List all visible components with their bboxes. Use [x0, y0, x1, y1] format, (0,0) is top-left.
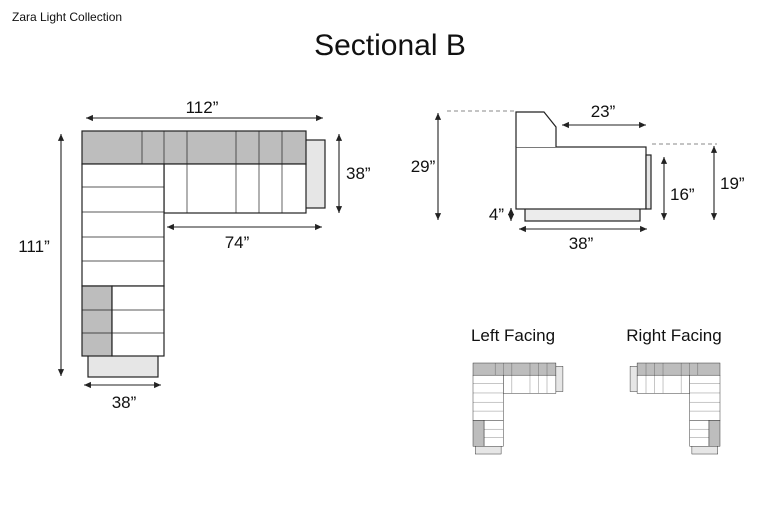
back-cushions-left [81, 285, 113, 357]
dim-total-height: 29” [411, 157, 436, 176]
collection-name: Zara Light Collection [12, 10, 122, 24]
side-view-diagram: 29” 23” 19” 16” 4” 38” [411, 102, 745, 253]
dim-overall-width: 112” [186, 98, 219, 117]
right-facing-label: Right Facing [626, 326, 721, 345]
dim-leg-height: 4” [489, 205, 504, 224]
dim-chaise-width: 38” [112, 393, 137, 412]
seat-cushions-left [81, 163, 165, 287]
right-arm [304, 139, 326, 209]
seat-cushions-top [163, 163, 307, 214]
seat-cushions-lower [111, 285, 165, 357]
sofa-back-profile [515, 111, 557, 147]
left-facing-thumbnail [472, 362, 564, 455]
dim-seat-depth: 23” [591, 102, 616, 121]
dim-arm-height: 19” [720, 174, 745, 193]
sofa-base [524, 207, 641, 222]
page-title: Sectional B [314, 29, 466, 62]
top-view-diagram: 112” 111” 38” 74” 38” [18, 98, 371, 412]
dim-seat-height: 16” [670, 185, 695, 204]
dim-seat-run: 74” [225, 233, 250, 252]
dim-section-depth: 38” [346, 164, 371, 183]
sofa-body [515, 146, 647, 210]
dim-depth: 38” [569, 234, 594, 253]
back-cushions-top [81, 130, 307, 165]
left-facing-label: Left Facing [471, 326, 555, 345]
right-facing-thumbnail [629, 362, 721, 455]
dim-overall-depth: 111” [18, 237, 50, 256]
